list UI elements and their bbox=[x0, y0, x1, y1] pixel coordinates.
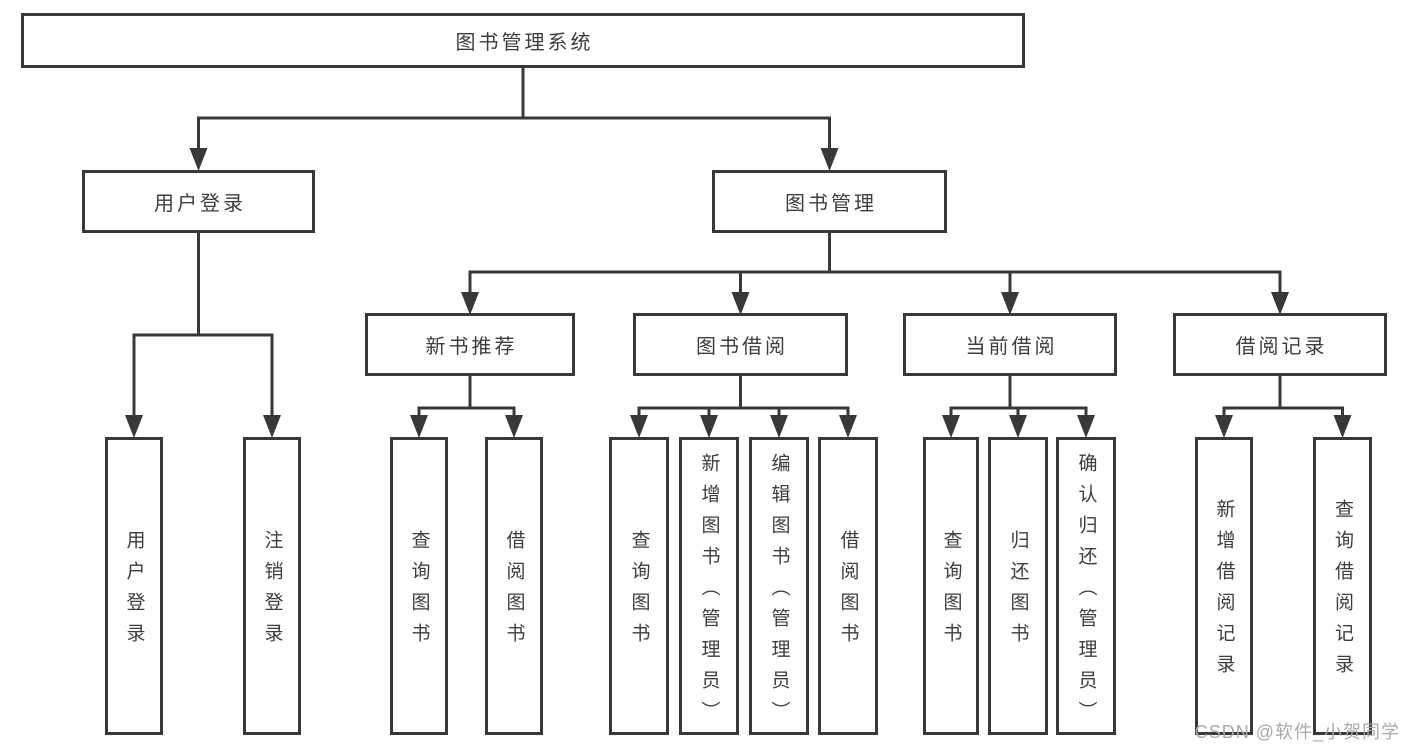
leaf-user-login: 用户登录 bbox=[105, 437, 163, 735]
leaf-logout: 注销登录 bbox=[243, 437, 301, 735]
leaf-edit-book-admin: 编辑图书（管理员） bbox=[749, 437, 809, 735]
node-new-book-recommend-label: 新书推荐 bbox=[425, 336, 518, 358]
leaf-user-login-label: 用户登录 bbox=[123, 530, 145, 654]
leaf-confirm-return-admin-label: 确认归还（管理员） bbox=[1075, 452, 1097, 732]
leaf-add-book-admin-label: 新增图书（管理员） bbox=[698, 452, 720, 732]
leaf-return-books-label: 归还图书 bbox=[1007, 530, 1029, 654]
leaf-edit-book-admin-label: 编辑图书（管理员） bbox=[768, 452, 790, 732]
leaf-query-borrow-record-label: 查询借阅记录 bbox=[1332, 499, 1353, 685]
leaf-borrow-books: 借阅图书 bbox=[818, 437, 878, 735]
node-user-login-label: 用户登录 bbox=[154, 193, 246, 215]
node-new-book-recommend: 新书推荐 bbox=[365, 313, 575, 376]
leaf-query-books-current-label: 查询图书 bbox=[940, 530, 962, 654]
node-borrowing-records-label: 借阅记录 bbox=[1235, 336, 1328, 358]
node-current-borrowing-label: 当前借阅 bbox=[965, 336, 1058, 358]
node-book-borrowing-label: 图书借阅 bbox=[696, 336, 788, 358]
leaf-add-borrow-record: 新增借阅记录 bbox=[1195, 437, 1253, 735]
leaf-borrow-books-recommend-label: 借阅图书 bbox=[503, 530, 525, 654]
leaf-add-borrow-record-label: 新增借阅记录 bbox=[1213, 499, 1235, 685]
node-user-login: 用户登录 bbox=[82, 170, 315, 233]
leaf-logout-label: 注销登录 bbox=[261, 530, 283, 654]
leaf-query-books-borrowing: 查询图书 bbox=[609, 437, 669, 735]
leaf-query-books-borrowing-label: 查询图书 bbox=[628, 530, 650, 654]
node-book-management: 图书管理 bbox=[712, 170, 947, 233]
node-book-management-label: 图书管理 bbox=[785, 193, 877, 215]
leaf-query-books-recommend-label: 查询图书 bbox=[408, 530, 430, 654]
node-root-system-label: 图书管理系统 bbox=[455, 32, 594, 54]
leaf-confirm-return-admin: 确认归还（管理员） bbox=[1056, 437, 1116, 735]
leaf-borrow-books-recommend: 借阅图书 bbox=[485, 437, 543, 735]
node-current-borrowing: 当前借阅 bbox=[903, 313, 1117, 376]
leaf-query-borrow-record: 查询借阅记录 bbox=[1313, 437, 1372, 735]
leaf-return-books: 归还图书 bbox=[988, 437, 1048, 735]
csdn-watermark: CSDN @软件_小贺同学 bbox=[1194, 722, 1400, 742]
leaf-borrow-books-label: 借阅图书 bbox=[837, 530, 859, 654]
node-book-borrowing: 图书借阅 bbox=[633, 313, 848, 376]
leaf-add-book-admin: 新增图书（管理员） bbox=[679, 437, 739, 735]
leaf-query-books-recommend: 查询图书 bbox=[390, 437, 448, 735]
node-root-system: 图书管理系统 bbox=[21, 13, 1025, 68]
leaf-query-books-current: 查询图书 bbox=[923, 437, 979, 735]
node-borrowing-records: 借阅记录 bbox=[1173, 313, 1387, 376]
